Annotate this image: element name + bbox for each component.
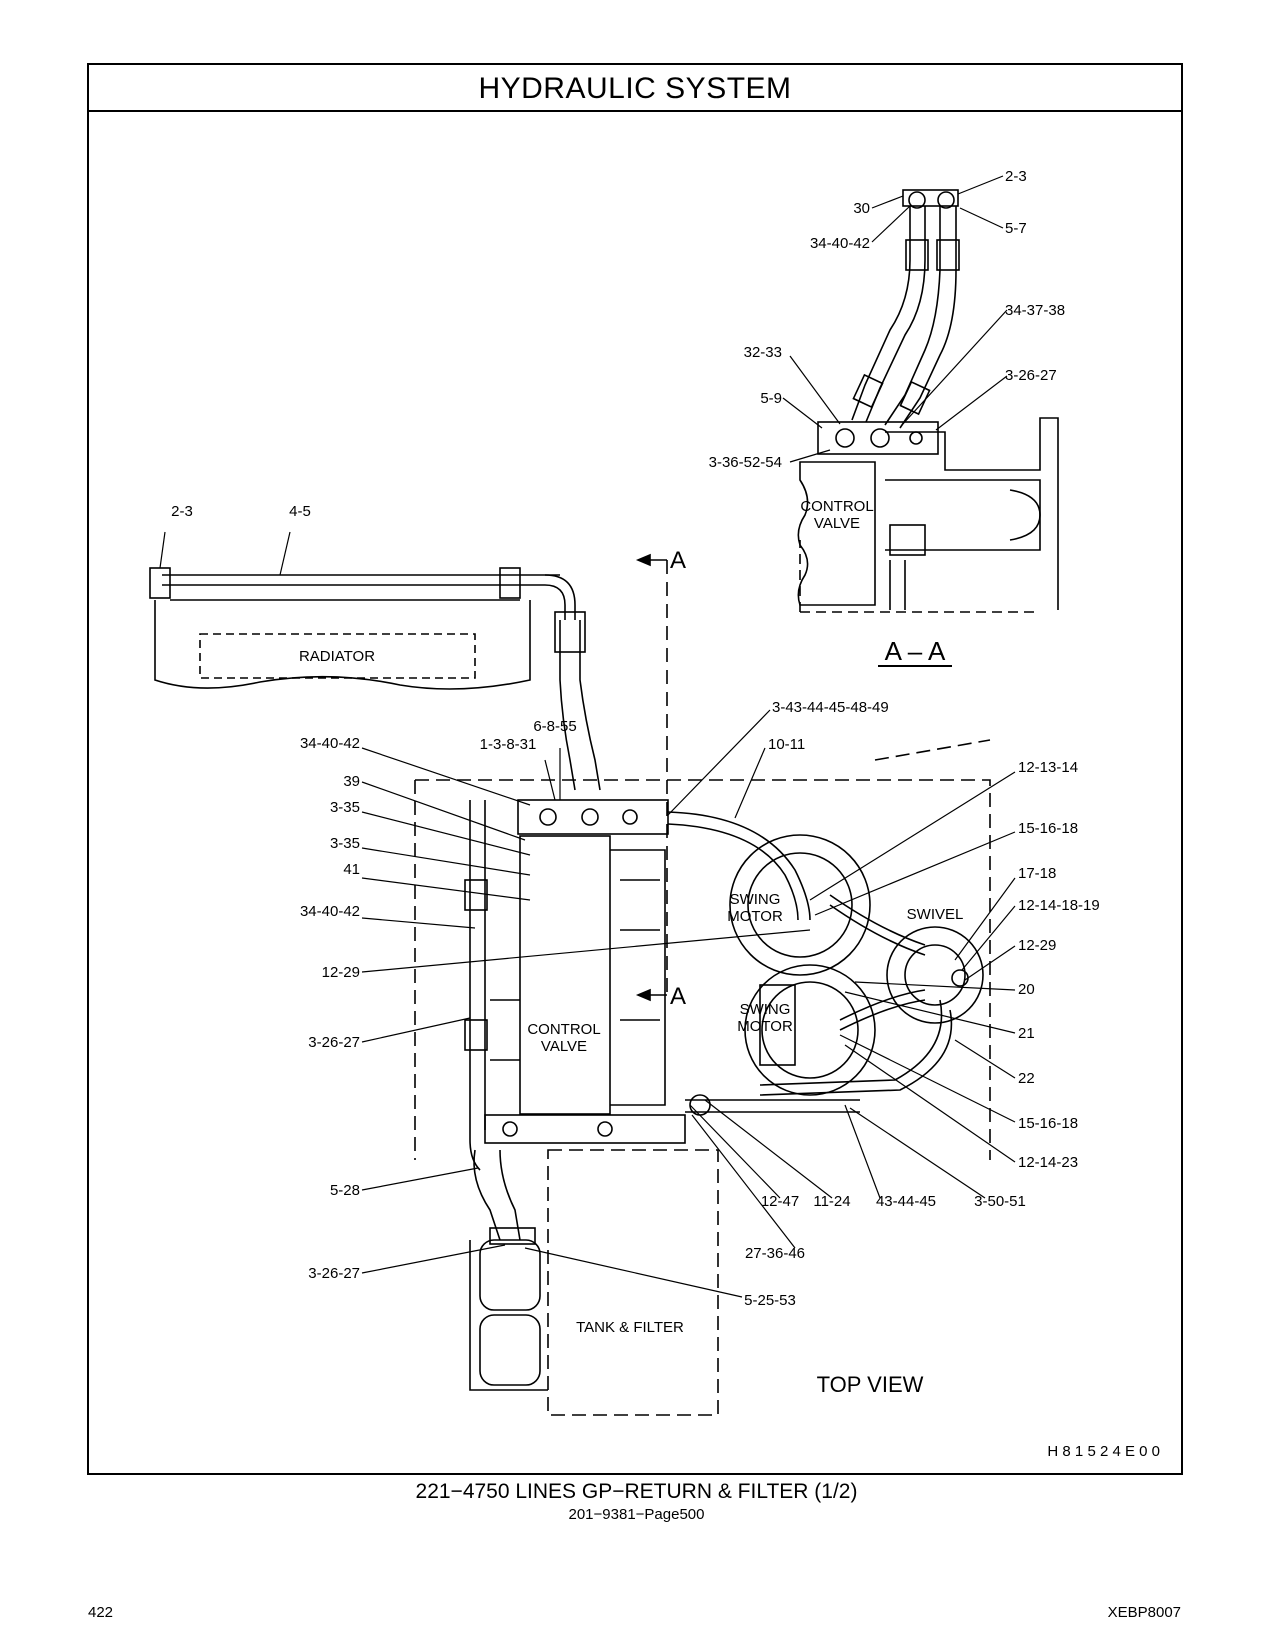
callout: 27-36-46	[745, 1245, 805, 1262]
component-labels: CONTROL VALVE RADIATOR CONTROL VALVE SWI…	[299, 498, 963, 1336]
section-marker-bottom: A	[670, 983, 686, 1010]
callout: 3-36-52-54	[709, 454, 782, 471]
radiator-hose-fitting	[554, 611, 586, 653]
callout: 12-47	[761, 1193, 799, 1210]
drawing-frame: HYDRAULIC SYSTEM	[87, 63, 1183, 1475]
callout: 32-33	[744, 344, 782, 361]
hose-end-left	[905, 239, 929, 271]
page-number: 422	[88, 1604, 114, 1621]
callout: 11-24	[813, 1193, 850, 1210]
swing-motor-lower-label-1: SWING	[740, 1001, 791, 1018]
callout: 41	[343, 861, 360, 878]
leader-lines	[159, 175, 1016, 1298]
callout: 3-26-27	[1005, 367, 1057, 384]
callout: 43-44-45	[876, 1193, 936, 1210]
callout: 3-35	[330, 835, 360, 852]
section-a-a-drawing	[797, 189, 1059, 613]
filter-element-upper	[479, 1239, 541, 1311]
tank-filter-label: TANK & FILTER	[576, 1319, 684, 1336]
page-title: HYDRAULIC SYSTEM	[478, 72, 792, 105]
swing-motor-upper	[729, 834, 871, 976]
swing-motor-upper-label-1: SWING	[730, 891, 781, 908]
swing-motor-lower	[744, 964, 876, 1096]
callout: 34-40-42	[810, 235, 870, 252]
control-valve-label-2: VALVE	[541, 1038, 587, 1055]
valve-manifold	[517, 799, 669, 835]
swing-motor-lower-label-2: MOTOR	[737, 1018, 793, 1035]
callout: 34-40-42	[300, 735, 360, 752]
document-code: XEBP8007	[1107, 1604, 1181, 1621]
control-valve-label-1: CONTROL	[527, 1021, 600, 1038]
title-bar: HYDRAULIC SYSTEM	[89, 65, 1181, 112]
control-valve-body	[519, 835, 611, 1115]
callout: 6-8-55	[533, 718, 576, 735]
callout: 3-26-27	[308, 1034, 360, 1051]
section-cut-line	[635, 553, 668, 1002]
callout: 15-16-18	[1018, 820, 1078, 837]
section-marker-top: A	[670, 547, 686, 574]
radiator-label: RADIATOR	[299, 648, 375, 665]
callout: 12-29	[322, 964, 360, 981]
callout: 5-28	[330, 1182, 360, 1199]
callout: 12-13-14	[1018, 759, 1078, 776]
callout: 2-3	[1005, 168, 1027, 185]
callout: 2-3	[171, 503, 193, 520]
control-valve-section-label-1: CONTROL	[800, 498, 873, 515]
callout: 17-18	[1018, 865, 1056, 882]
callout: 30	[853, 200, 870, 217]
callout: 4-5	[289, 503, 311, 520]
section-valve-top	[817, 421, 939, 455]
hose-end-right	[936, 239, 960, 271]
callout: 3-50-51	[974, 1193, 1026, 1210]
callout: 3-26-27	[308, 1265, 360, 1282]
callout: 22	[1018, 1070, 1035, 1087]
swivel	[886, 926, 984, 1024]
callout: 5-9	[760, 390, 782, 407]
callout: 15-16-18	[1018, 1115, 1078, 1132]
tank-outline	[547, 1149, 719, 1416]
top-view-label: TOP VIEW	[817, 1372, 924, 1397]
control-valve-section-label-2: VALVE	[814, 515, 860, 532]
filter-element-lower	[479, 1314, 541, 1386]
drawing-code: H 8 1 5 2 4 E 0 0	[1047, 1443, 1160, 1460]
callout: 1-3-8-31	[480, 736, 537, 753]
valve-bottom-block	[484, 1114, 686, 1144]
callout: 3-43-44-45-48-49	[772, 699, 889, 716]
callout: 3-35	[330, 799, 360, 816]
swing-motor-upper-label-2: MOTOR	[727, 908, 783, 925]
callout: 12-29	[1018, 937, 1056, 954]
radiator-drawing	[149, 567, 601, 791]
figure-caption: 221−4750 LINES GP−RETURN & FILTER (1/2)	[415, 1480, 858, 1503]
section-view-label: A – A	[885, 636, 946, 666]
callout: 20	[1018, 981, 1035, 998]
callout: 21	[1018, 1025, 1035, 1042]
callout: 34-37-38	[1005, 302, 1065, 319]
figure-subcaption: 201−9381−Page500	[568, 1506, 705, 1523]
callout: 39	[343, 773, 360, 790]
callout: 5-25-53	[744, 1292, 796, 1309]
radiator-core	[199, 633, 476, 679]
callout: 12-14-18-19	[1018, 897, 1100, 914]
swivel-label: SWIVEL	[907, 906, 964, 923]
callout: 10-11	[768, 736, 805, 753]
top-fitting-block	[902, 189, 959, 207]
top-view-drawing	[414, 739, 991, 1416]
callout: 5-7	[1005, 220, 1027, 237]
callout: 12-14-23	[1018, 1154, 1078, 1171]
callout: 34-40-42	[300, 903, 360, 920]
callout-labels: 2-3 30 5-7 34-40-42 34-37-38 32-33 3-26-…	[171, 168, 1100, 1309]
